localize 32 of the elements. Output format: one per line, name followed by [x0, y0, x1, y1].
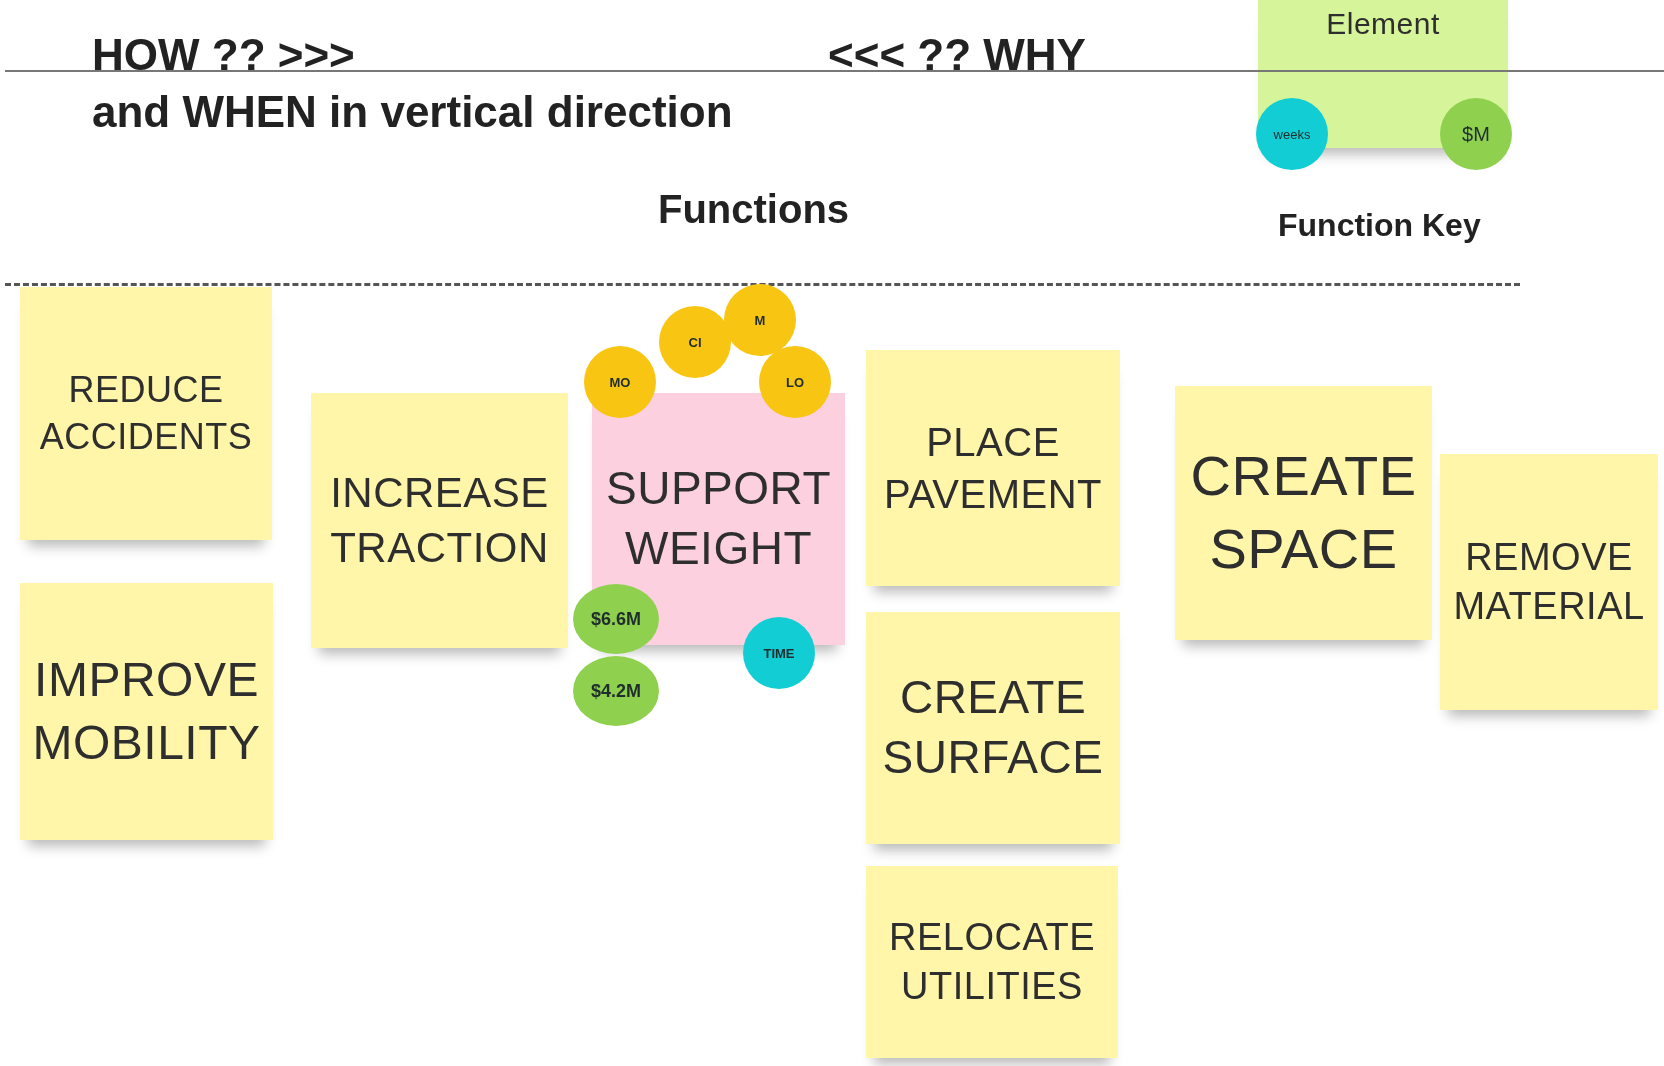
- tag-text: TIME: [763, 645, 795, 661]
- note-text: SUPPORT WEIGHT: [606, 461, 831, 576]
- sticky-note: [20, 583, 273, 840]
- sticky-note: [1440, 454, 1658, 710]
- sticky-note: [866, 350, 1120, 586]
- sticky-note: [20, 287, 272, 540]
- sticky-note: [311, 393, 568, 648]
- note-text: PLACE PAVEMENT: [882, 419, 1104, 518]
- tag-text: $4.2M: [591, 680, 641, 702]
- note-text: RELOCATE UTILITIES: [888, 914, 1096, 1009]
- sticky-note: [1175, 386, 1432, 640]
- tag-text: $6.6M: [591, 608, 641, 630]
- tag-text: CI: [688, 334, 702, 350]
- heading-text: <<< ?? WHY: [828, 30, 1086, 80]
- note-text: CREATE SPACE: [1189, 443, 1418, 582]
- note-text: IMPROVE MOBILITY: [32, 652, 261, 771]
- note-text: Element: [1326, 6, 1440, 42]
- tag-text: $M: [1462, 122, 1490, 146]
- note-text: REDUCE ACCIDENTS: [38, 367, 254, 459]
- heading-text: Function Key: [1278, 207, 1481, 244]
- note-text: CREATE SURFACE: [881, 670, 1105, 785]
- note-text: REMOVE MATERIAL: [1453, 534, 1645, 629]
- note-text: INCREASE TRACTION: [329, 467, 550, 573]
- heading-text: Functions: [658, 187, 850, 232]
- tag-text: LO: [785, 374, 805, 390]
- heading-text: HOW ?? >>>: [92, 30, 355, 80]
- sticky-note: [866, 866, 1118, 1058]
- tag-text: weeks: [1273, 126, 1311, 142]
- tag-text: M: [754, 312, 766, 328]
- sticky-note: [866, 612, 1120, 844]
- tag-text: MO: [609, 374, 631, 390]
- heading-text: and WHEN in vertical direction: [92, 87, 733, 137]
